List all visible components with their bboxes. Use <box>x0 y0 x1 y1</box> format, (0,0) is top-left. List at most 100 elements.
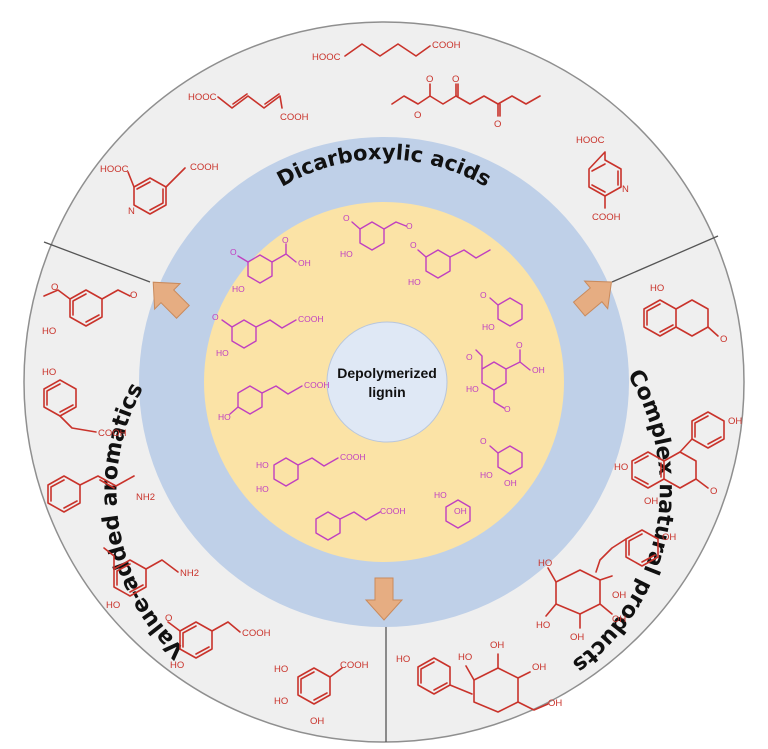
structure-methoxycatechol-monomer: O HO OH <box>480 436 523 488</box>
svg-text:HO: HO <box>256 484 269 494</box>
structure-adipic-acid: HOOC COOH <box>312 40 461 63</box>
svg-text:N: N <box>622 184 629 195</box>
divider-right <box>611 235 719 283</box>
svg-text:NH2: NH2 <box>180 568 199 579</box>
svg-text:HO: HO <box>232 284 245 294</box>
svg-text:O: O <box>426 74 433 85</box>
svg-text:OH: OH <box>612 590 626 601</box>
svg-text:COOH: COOH <box>98 428 127 439</box>
arrow-left-up <box>152 281 190 319</box>
svg-text:O: O <box>230 247 237 257</box>
svg-text:OH: OH <box>644 496 658 507</box>
structure-vanillylamine: NH2 HO <box>103 547 199 611</box>
center-disc <box>326 321 448 443</box>
structure-syringic-acid-monomer: O OH O HO O <box>466 340 545 414</box>
svg-text:O: O <box>165 613 172 624</box>
svg-text:HO: HO <box>42 326 56 337</box>
svg-text:HO: HO <box>274 696 288 707</box>
svg-text:HOOC: HOOC <box>576 135 605 146</box>
svg-text:HO: HO <box>650 283 664 294</box>
svg-text:OH: OH <box>532 365 545 375</box>
svg-text:HO: HO <box>216 348 229 358</box>
structure-gallic-acid: COOH HO HO OH <box>274 660 369 727</box>
structure-keto-diester: O O O O <box>391 74 541 130</box>
svg-text:OH: OH <box>728 416 742 427</box>
svg-text:HO: HO <box>170 660 184 671</box>
svg-text:O: O <box>504 404 511 414</box>
structure-pyridine-dicarboxylic-acid-right: HOOC N COOH <box>576 135 629 223</box>
structure-vanillic-acid-monomer: O OH O HO <box>230 235 311 294</box>
svg-text:NH2: NH2 <box>136 492 155 503</box>
svg-text:HO: HO <box>614 462 628 473</box>
svg-text:COOH: COOH <box>592 212 621 223</box>
svg-text:O: O <box>51 282 58 293</box>
center-label-line2: lignin <box>368 384 405 400</box>
svg-text:HO: HO <box>256 460 269 470</box>
svg-text:HO: HO <box>42 367 56 378</box>
svg-text:HO: HO <box>408 277 421 287</box>
svg-text:N: N <box>128 206 135 217</box>
svg-text:OH: OH <box>612 614 626 625</box>
structure-ferulic-acid-monomer: COOH O HO <box>212 312 324 358</box>
svg-text:COOH: COOH <box>298 314 324 324</box>
svg-text:O: O <box>516 340 523 350</box>
svg-text:HO: HO <box>274 664 288 675</box>
svg-text:O: O <box>452 74 459 85</box>
svg-text:O: O <box>466 352 473 362</box>
svg-text:COOH: COOH <box>432 40 461 51</box>
svg-text:COOH: COOH <box>280 112 309 123</box>
structure-vanillin-monomer: O O HO <box>340 213 413 259</box>
svg-text:OH: OH <box>490 640 504 651</box>
svg-text:COOH: COOH <box>380 506 406 516</box>
structure-isoeugenol-monomer: O HO <box>408 240 491 287</box>
svg-text:COOH: COOH <box>340 452 366 462</box>
svg-text:OH: OH <box>310 716 324 727</box>
svg-text:O: O <box>414 110 421 121</box>
svg-text:OH: OH <box>298 258 311 268</box>
structure-hydroxyphenylacetic-acid: HO COOH <box>42 367 127 439</box>
svg-text:O: O <box>710 486 717 497</box>
svg-text:HO: HO <box>106 600 120 611</box>
svg-text:HOOC: HOOC <box>312 52 341 63</box>
svg-text:OH: OH <box>504 478 517 488</box>
structure-cinnamic-acid-monomer: COOH <box>315 506 406 541</box>
divider-left <box>43 241 151 283</box>
svg-text:COOH: COOH <box>190 162 219 173</box>
svg-text:OH: OH <box>454 506 467 516</box>
svg-text:O: O <box>410 240 417 250</box>
structure-vanillin: O O HO <box>42 282 137 337</box>
structure-homovanillic-acid: COOH O HO <box>165 613 271 671</box>
structure-caffeic-acid-monomer: COOH HO HO <box>256 452 366 494</box>
svg-text:OH: OH <box>570 632 584 643</box>
svg-text:O: O <box>343 213 350 223</box>
structure-pyridine-dicarboxylic-acid-left: HOOC COOH N <box>100 162 219 217</box>
svg-text:COOH: COOH <box>304 380 330 390</box>
structure-coumaric-acid-monomer: COOH HO <box>218 380 330 422</box>
svg-text:OH: OH <box>548 698 562 709</box>
svg-text:O: O <box>494 119 501 130</box>
structure-guaiacol-monomer: O HO <box>480 290 523 332</box>
svg-text:COOH: COOH <box>340 660 369 671</box>
center-label-line1: Depolymerized <box>337 365 437 381</box>
structure-salidroside: OH HO HO OH OH OH <box>536 529 676 643</box>
svg-text:O: O <box>406 221 413 231</box>
arrow-right-up <box>572 280 613 317</box>
svg-text:O: O <box>480 436 487 446</box>
svg-text:OH: OH <box>662 532 676 543</box>
structure-muconic-acid: HOOC COOH <box>188 92 309 123</box>
svg-text:HO: HO <box>480 470 493 480</box>
svg-text:HO: HO <box>218 412 231 422</box>
svg-text:O: O <box>212 312 219 322</box>
svg-text:HO: HO <box>434 490 447 500</box>
svg-text:O: O <box>130 290 137 301</box>
svg-text:HO: HO <box>466 384 479 394</box>
svg-text:O: O <box>282 235 289 245</box>
svg-text:HO: HO <box>340 249 353 259</box>
svg-text:HO: HO <box>536 620 550 631</box>
svg-text:OH: OH <box>532 662 546 673</box>
svg-text:HO: HO <box>396 654 410 665</box>
structure-umbelliferone: HO O <box>643 283 727 345</box>
structure-cinnamylamine: NH2 <box>47 475 155 513</box>
svg-text:HO: HO <box>482 322 495 332</box>
